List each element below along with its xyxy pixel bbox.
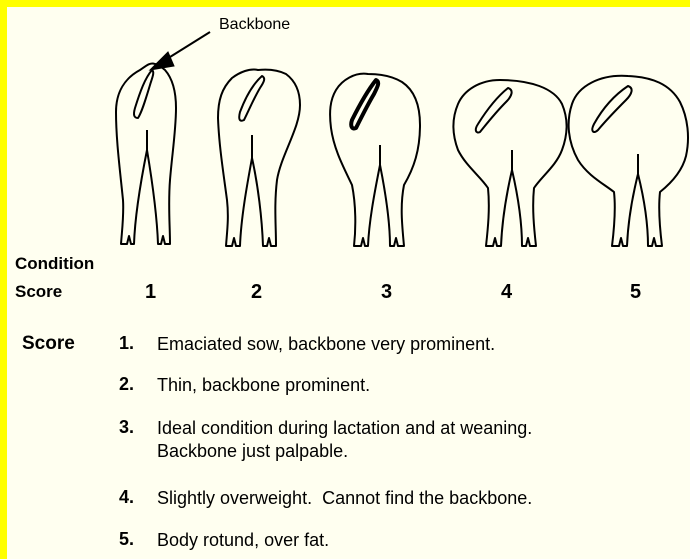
legend-item-text-continued: Backbone just palpable.: [157, 440, 687, 462]
condition-label: Condition: [15, 254, 94, 274]
score-number-2: 2: [251, 281, 262, 304]
legend-item-number: 5.: [119, 529, 134, 550]
score-number-3: 3: [381, 281, 392, 304]
sow-score-4: [454, 80, 567, 246]
sow-score-1: [116, 63, 176, 244]
legend-item-text: Slightly overweight. Cannot find the bac…: [157, 487, 687, 509]
legend-item-number: 1.: [119, 333, 134, 354]
legend-heading: Score: [22, 333, 75, 355]
backbone-arrow: [150, 32, 210, 70]
sow-silhouettes: [7, 7, 690, 307]
score-axis-label: Score: [15, 282, 62, 302]
legend-item-number: 2.: [119, 374, 134, 395]
legend-item-text: Body rotund, over fat.: [157, 529, 687, 551]
sow-score-3: [330, 74, 420, 246]
backbone-label: Backbone: [219, 16, 290, 34]
sow-score-2: [218, 69, 300, 246]
score-number-1: 1: [145, 281, 156, 304]
legend-item-text: Thin, backbone prominent.: [157, 374, 687, 396]
diagram-panel: Backbone Condition Score 1 2 3 4 5 Score…: [7, 7, 690, 559]
sow-score-5: [569, 76, 688, 246]
legend-item-text: Emaciated sow, backbone very prominent.: [157, 333, 687, 355]
score-number-5: 5: [630, 281, 641, 304]
legend-item-text: Ideal condition during lactation and at …: [157, 417, 687, 439]
legend-item-number: 4.: [119, 487, 134, 508]
legend-item-number: 3.: [119, 417, 134, 438]
score-number-4: 4: [501, 281, 512, 304]
